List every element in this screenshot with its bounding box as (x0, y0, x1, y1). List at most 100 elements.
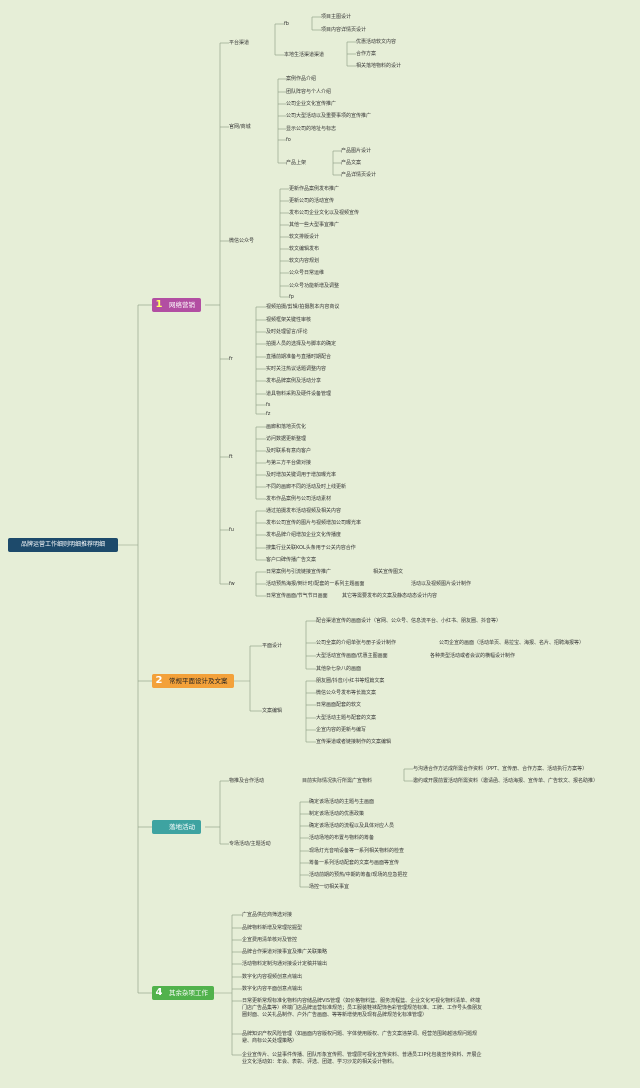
map-node[interactable]: 微信公众号发布等长篇文案 (316, 690, 377, 696)
map-node[interactable]: 团队阵容与个人介绍 (286, 89, 332, 95)
map-node[interactable]: 数字化内容视频创意点输出 (242, 974, 303, 980)
map-node[interactable]: 确定该场活动的主题与主画面 (309, 799, 375, 805)
map-node[interactable]: 产品上架 (286, 160, 307, 166)
map-node[interactable]: 邀约或开展前置活动所需资料（邀请函、活动海报、宣传单、广告软文、报名助推） (413, 778, 599, 784)
map-node[interactable]: 企宣内容的更新与编写 (316, 727, 367, 733)
map-node[interactable]: 场控一切相关事宜 (309, 884, 350, 890)
map-node[interactable]: 各种类型活动或者会议的横幅设计制作 (430, 653, 516, 659)
map-node[interactable]: 日常画面配套的软文 (316, 702, 362, 708)
map-node[interactable]: fr (229, 356, 233, 362)
map-node[interactable]: ft (229, 454, 233, 460)
map-node[interactable]: 日常更新常规标准化物料内容储品牌VIS管理（如价格物料篮、服务流程篮、企业文化可… (242, 998, 483, 1018)
map-node[interactable]: 视频框架关键性审核 (266, 317, 312, 323)
map-node[interactable]: 公众号日常运维 (289, 270, 325, 276)
map-node[interactable]: 道具物料采购及硬件设备管理 (266, 391, 332, 397)
map-node[interactable]: 其他杂七杂八的画面 (316, 666, 362, 672)
map-node[interactable]: 拍摄人员的选择及与脚本的确定 (266, 341, 337, 347)
map-node[interactable]: 项目主图设计 (321, 14, 352, 20)
map-node[interactable]: fs (266, 402, 271, 408)
map-node[interactable]: 品牌物料新增及常理挖掘型 (242, 925, 303, 931)
map-node[interactable]: 客户口碑传播广告文案 (266, 557, 317, 563)
map-node[interactable]: 日常案例与引流链接宣传推广 (266, 569, 332, 575)
map-node[interactable]: 公众号功能新增及调整 (289, 283, 340, 289)
map-node[interactable]: 公司企宣的画面（活动单页、易拉宝、海报、名片、招聘海报等） (439, 640, 585, 646)
map-node[interactable]: 软文编辑发布 (289, 246, 320, 252)
map-node[interactable]: 更新公司的活动宣传 (289, 198, 335, 204)
map-node[interactable]: 与沟通合作方达成所需合作资料（PPT、宣传册、合作方案、活动执行方案等） (413, 766, 588, 772)
map-node[interactable]: 其他一些大型事宜推广 (289, 222, 340, 228)
map-node[interactable]: 与第三方平台做对接 (266, 460, 312, 466)
section-node[interactable]: 落地活动 (152, 820, 201, 834)
map-node[interactable]: 目前实际情况执行所需广宣物料 (302, 778, 373, 784)
map-node[interactable]: 案例作品介绍 (286, 76, 317, 82)
map-node[interactable]: fp (289, 294, 294, 300)
map-node[interactable]: 软文排版设计 (289, 234, 320, 240)
map-node[interactable]: 及时联系有意向客户 (266, 448, 312, 454)
map-node[interactable]: 不同的画廊不同的活动及时上线更新 (266, 484, 347, 490)
map-node[interactable]: 品牌知识产权风险管理（如画面内容版权问题、字体使用版权、广告文案违禁词、经营范围… (242, 1031, 478, 1044)
map-node[interactable]: 发布公司宣传的图片与视频增加公司曝光率 (266, 520, 362, 526)
map-node[interactable]: 企业宣传片、公益事件传播、团队形象宣传照、管理层可视化宣传资料、普通员工IP化包… (242, 1052, 482, 1065)
map-node[interactable]: 直播前期准备与直播时期配合 (266, 354, 332, 360)
map-node[interactable]: 活动以及视频图片设计制作 (411, 581, 472, 587)
map-node[interactable]: 其它等需要发布的文案及静态动态设计内容 (342, 593, 438, 599)
map-node[interactable]: 公司企业文化宣传推广 (286, 101, 337, 107)
map-node[interactable]: 搜集行业关联KOL头条用于公关内容合作 (266, 545, 356, 551)
map-node[interactable]: 发布品牌案例及活动分享 (266, 378, 322, 384)
map-node[interactable]: 平面设计 (262, 643, 283, 649)
map-node[interactable]: 活动物料定制沟通对接设计定稿并输出 (242, 961, 328, 967)
map-node[interactable]: 物推及合作活动 (229, 778, 265, 784)
map-node[interactable]: 优惠活动软文内容 (356, 39, 397, 45)
map-node[interactable]: 配合渠道宣传的画面设计（官网、公众号、信息流平台、小红书、朋友圈、抖音等） (316, 618, 502, 624)
map-node[interactable]: 公司大型活动以及重要事项的宣传推广 (286, 113, 372, 119)
map-node[interactable]: 产品图片设计 (341, 148, 372, 154)
map-node[interactable]: 通过拍摄发布活动视频及相关内容 (266, 508, 342, 514)
map-node[interactable]: 更新作品案例发布推广 (289, 186, 340, 192)
map-node[interactable]: 专场活动/主题活动 (229, 841, 271, 847)
map-node[interactable]: 及时处理留言/评论 (266, 329, 308, 335)
map-node[interactable]: 现场灯光音响设备等一系列相关物料的检查 (309, 848, 405, 854)
map-node[interactable]: 品牌合作渠道对接事宜及推广关联策略 (242, 949, 328, 955)
map-node[interactable]: 确定该场活动的流程以及具体对应人员 (309, 823, 395, 829)
map-node[interactable]: 相关落地物料的设计 (356, 63, 402, 69)
map-node[interactable]: fw (229, 581, 235, 587)
map-node[interactable]: 相关宣传图文 (373, 569, 404, 575)
map-node[interactable]: 访问数据更新整理 (266, 436, 307, 442)
map-node[interactable]: fz (266, 411, 271, 417)
map-node[interactable]: 数字化内容平面创意点输出 (242, 986, 303, 992)
map-node[interactable]: 发布公司企业文化以及视频宣传 (289, 210, 360, 216)
map-node[interactable]: 官网/商城 (229, 124, 251, 130)
map-node[interactable]: fb (284, 21, 289, 27)
map-node[interactable]: 制定该场活动的优惠政策 (309, 811, 365, 817)
map-node[interactable]: 实时关注热议话题调整内容 (266, 366, 327, 372)
map-node[interactable]: 文案编辑 (262, 708, 283, 714)
map-node[interactable]: 产品详情页设计 (341, 172, 377, 178)
map-node[interactable]: 本地生活渠道渠道 (284, 52, 325, 58)
map-node[interactable]: 软文内容规划 (289, 258, 320, 264)
map-node[interactable]: fu (229, 527, 234, 533)
map-node[interactable]: 活动前期的预热/中期的筹备/现场的应急把控 (309, 872, 408, 878)
root-node[interactable]: 品牌运营工作细则明细推荐明细 (8, 538, 118, 552)
map-node[interactable]: 发布作品案例与公司活动素材 (266, 496, 332, 502)
map-node[interactable]: 广宣品供应商筛选对接 (242, 912, 293, 918)
map-node[interactable]: 微信公众号 (229, 238, 255, 244)
map-node[interactable]: 大型活动主题与配套的文案 (316, 715, 377, 721)
map-node[interactable]: 画廊和落地页优化 (266, 424, 307, 430)
map-node[interactable]: 平台渠道 (229, 40, 250, 46)
map-node[interactable]: 朋友圈/抖音/小红书等短篇文案 (316, 678, 385, 684)
map-node[interactable]: 活动预热海报/倒计时/配套的一系列主题画面 (266, 581, 365, 587)
map-node[interactable]: 显示公司的地址与标志 (286, 126, 337, 132)
map-node[interactable]: 企宣费用清单核对及管控 (242, 937, 298, 943)
map-node[interactable]: fo (286, 137, 291, 143)
map-node[interactable]: 合作方案 (356, 51, 377, 57)
map-node[interactable]: 发布品牌介绍增加企业文化传播度 (266, 532, 342, 538)
map-node[interactable]: 及时增加关键词用于增加曝光率 (266, 472, 337, 478)
map-node[interactable]: 大型活动宣传画面/优惠主图画面 (316, 653, 388, 659)
map-node[interactable]: 活动场地的布置与物料的筹备 (309, 835, 375, 841)
map-node[interactable]: 视频拍摄/剪辑/拍摄剧本内容商议 (266, 304, 340, 310)
map-node[interactable]: 宣传渠道或者链接制作的文案编辑 (316, 739, 392, 745)
map-node[interactable]: 项目内容详情页设计 (321, 27, 367, 33)
